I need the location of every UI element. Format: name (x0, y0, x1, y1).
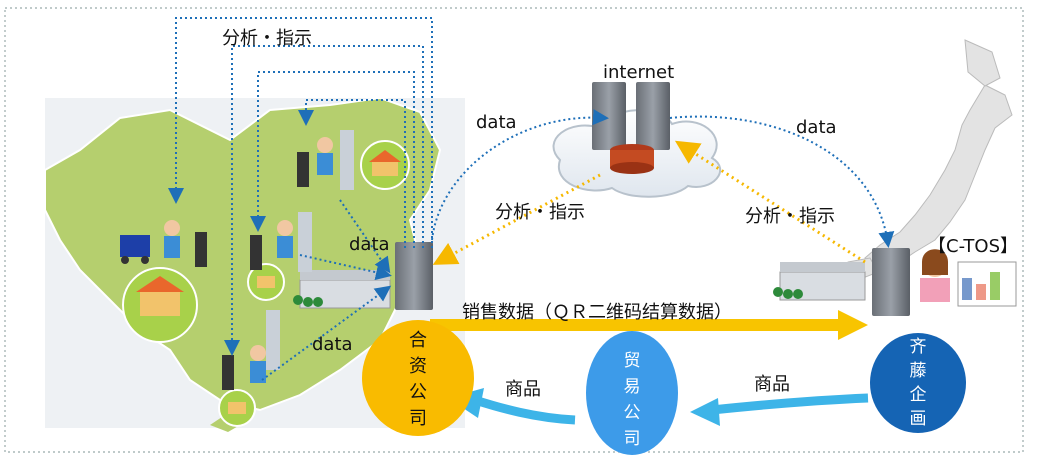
saito-node (870, 333, 966, 433)
saito-server (872, 248, 910, 316)
saito-factory (773, 262, 866, 301)
label-goods-right: 商品 (754, 374, 790, 395)
jv-char-1: 合 (409, 330, 427, 351)
ctos-operator (920, 249, 1017, 307)
label-internet: internet (603, 62, 674, 83)
store-node (218, 310, 280, 427)
label-analysis-right: 分析・指示 (745, 206, 835, 227)
label-analysis-left: 分析・指示 (495, 202, 585, 223)
jv-server (395, 242, 433, 310)
data-arc-right (669, 115, 895, 248)
store-node (247, 212, 312, 301)
trading-char-2: 易 (624, 377, 641, 397)
store-data-lines (261, 199, 392, 381)
saito-char-4: 画 (910, 409, 927, 429)
trading-char-3: 公 (624, 403, 641, 423)
label-goods-left: 商品 (505, 379, 541, 400)
jv-char-4: 司 (409, 408, 427, 429)
jv-char-3: 公 (409, 382, 427, 403)
sales-data-arrow (430, 310, 868, 340)
saito-char-3: 企 (910, 385, 927, 405)
outer-frame (4, 7, 1024, 453)
joint-venture-node (362, 320, 474, 436)
trading-char-1: 贸 (624, 351, 641, 371)
jv-char-2: 资 (409, 356, 427, 377)
label-ctos: 【C-TOS】 (928, 236, 1018, 257)
store-node (297, 130, 410, 190)
label-data-left-arc: data (476, 112, 517, 133)
saito-char-1: 齐 (910, 337, 927, 357)
label-data-right-arc: data (796, 117, 837, 138)
analysis-line-left (432, 173, 601, 265)
jv-factory (293, 270, 391, 309)
trading-company-node (586, 331, 678, 455)
goods-arrow-right (690, 393, 869, 426)
internet-cloud (552, 82, 721, 198)
store-node (120, 220, 207, 343)
label-data-center: data (349, 234, 390, 255)
analysis-feedback-lines (168, 17, 433, 356)
analysis-line-right (674, 140, 866, 264)
label-data-bottom: data (312, 334, 353, 355)
saito-char-2: 藤 (910, 361, 927, 381)
label-analysis-top: 分析・指示 (222, 28, 312, 49)
data-arc-left (431, 109, 609, 241)
trading-char-4: 司 (624, 429, 641, 449)
label-sales-data: 销售数据（ＱＲ二维码结算数据） (462, 302, 732, 323)
